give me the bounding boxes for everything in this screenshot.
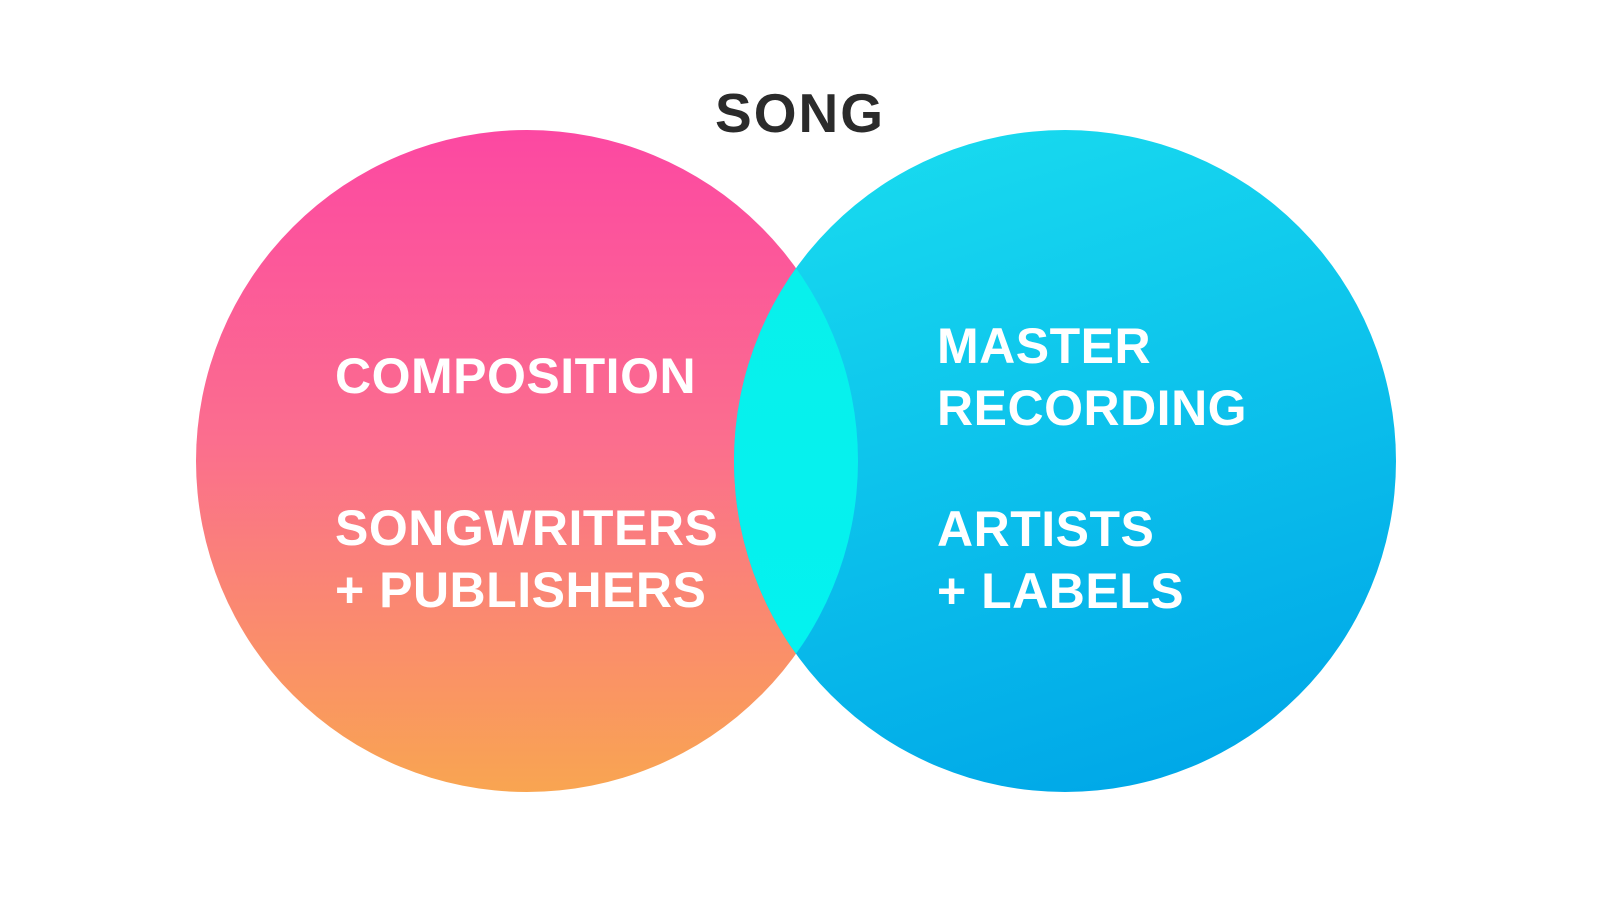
artists-labels-label: ARTISTS + LABELS bbox=[937, 498, 1184, 622]
label-line: MASTER bbox=[937, 318, 1152, 374]
composition-label: COMPOSITION bbox=[335, 345, 696, 407]
master-recording-circle bbox=[734, 130, 1396, 792]
diagram-title: SONG bbox=[715, 82, 885, 144]
songwriters-publishers-label: SONGWRITERS + PUBLISHERS bbox=[335, 497, 718, 621]
label-line: + LABELS bbox=[937, 563, 1185, 619]
label-line: RECORDING bbox=[937, 380, 1248, 436]
label-line: ARTISTS bbox=[937, 501, 1155, 557]
label-line: COMPOSITION bbox=[335, 348, 697, 404]
composition-circle bbox=[196, 130, 858, 792]
label-line: SONGWRITERS bbox=[335, 500, 719, 556]
label-line: + PUBLISHERS bbox=[335, 562, 707, 618]
master-recording-label: MASTER RECORDING bbox=[937, 315, 1247, 439]
